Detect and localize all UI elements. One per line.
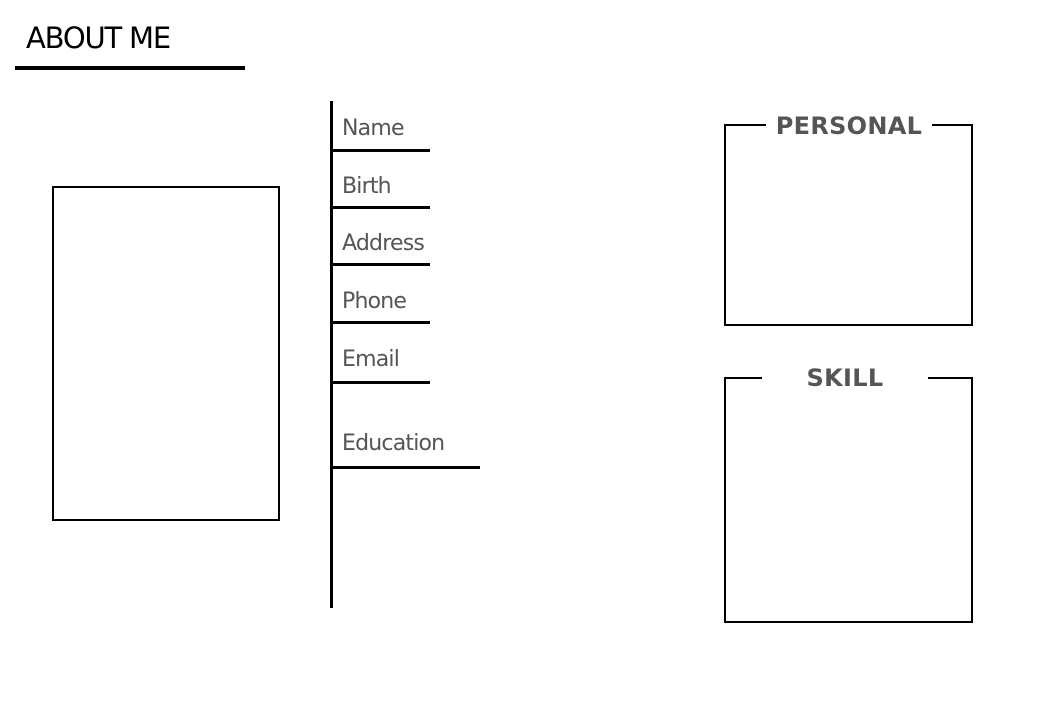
- info-underline-education: [330, 466, 480, 469]
- skill-box-title: SKILL: [762, 363, 928, 393]
- info-label-phone: Phone: [342, 289, 407, 314]
- info-underline-address: [330, 263, 430, 266]
- personal-box: [724, 124, 973, 326]
- info-label-name: Name: [342, 116, 405, 141]
- info-label-birth: Birth: [342, 174, 392, 199]
- info-underline-birth: [330, 206, 430, 209]
- title-underline: [15, 66, 245, 70]
- skill-box: [724, 377, 973, 623]
- info-underline-phone: [330, 321, 430, 324]
- personal-box-title: PERSONAL: [766, 111, 932, 141]
- page-title: ABOUT ME: [26, 21, 171, 55]
- info-underline-name: [330, 149, 430, 152]
- info-underline-email: [330, 381, 430, 384]
- info-label-email: Email: [342, 347, 400, 372]
- info-label-address: Address: [342, 231, 425, 256]
- info-label-education: Education: [342, 431, 445, 456]
- photo-frame: [52, 186, 280, 521]
- info-divider-line: [330, 101, 333, 608]
